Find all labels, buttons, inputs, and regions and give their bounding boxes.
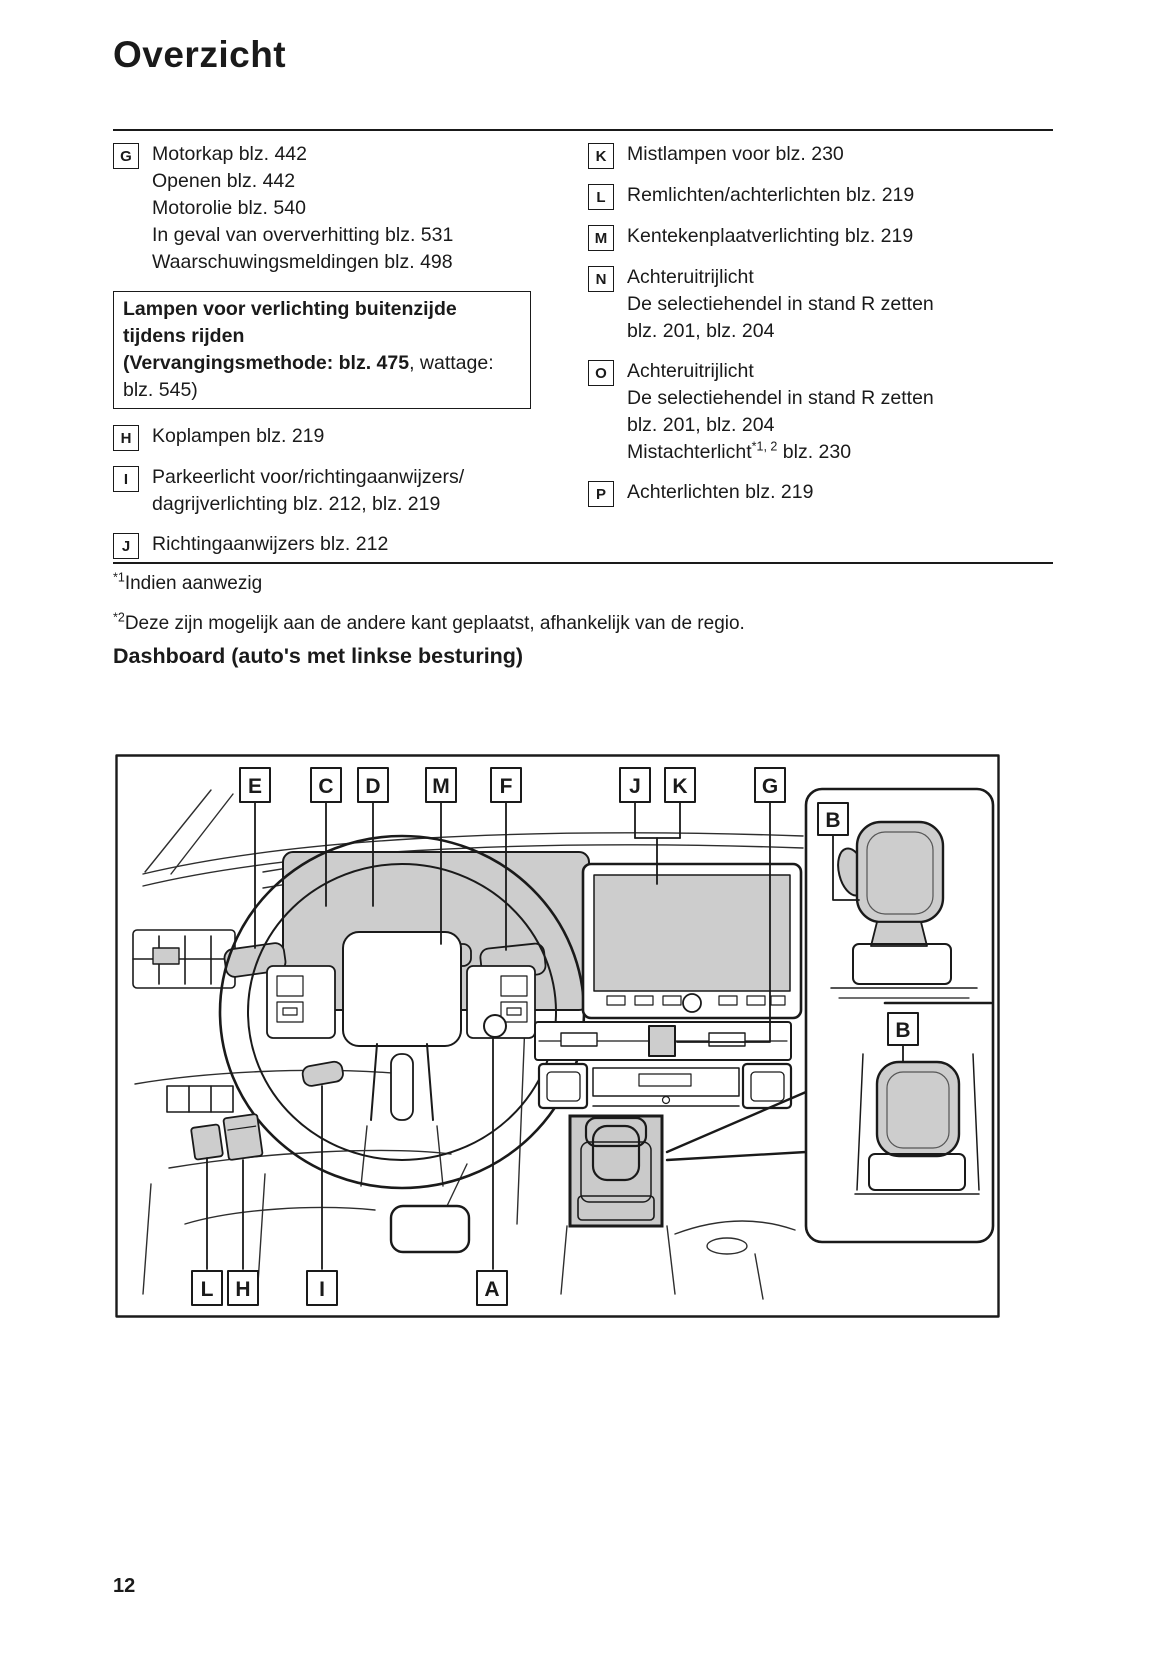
- divider-bottom: [113, 562, 1053, 564]
- diagram-label-C: C: [318, 775, 333, 798]
- hazard-button: [648, 1025, 676, 1057]
- diagram-label-H: H: [235, 1278, 250, 1301]
- key-badge-H: H: [113, 425, 139, 451]
- footnotes: *1Indien aanwezig *2Deze zijn mogelijk a…: [113, 571, 1053, 651]
- diagram-label-G: G: [762, 775, 778, 798]
- center-vent-strip: [534, 1021, 792, 1061]
- page-number: 12: [113, 1575, 136, 1597]
- shifter-closeup-top: [830, 820, 978, 999]
- key-badge-L: L: [588, 184, 614, 210]
- key-badge-K: K: [588, 143, 614, 169]
- diagram-label-J: J: [629, 775, 641, 798]
- legend-item-O: O Achteruitrijlicht De selectiehendel in…: [588, 358, 1058, 466]
- legend-left-column: G Motorkap blz. 442 Openen blz. 442 Moto…: [113, 141, 585, 572]
- legend-item-N: N Achteruitrijlicht De selectiehendel in…: [588, 264, 1058, 345]
- key-badge-M: M: [588, 225, 614, 251]
- diagram-label-F: F: [500, 775, 513, 798]
- diagram-label-M: M: [432, 775, 450, 798]
- diagram-label-K: K: [672, 775, 687, 798]
- screen-knob: [682, 993, 702, 1013]
- dashboard-diagram: E C D M F J K G B B L H I A: [115, 754, 1000, 1318]
- shifter-closeup-bottom: [854, 1053, 980, 1195]
- key-badge-G: G: [113, 143, 139, 169]
- diagram-label-B-top: B: [825, 809, 840, 832]
- key-badge-P: P: [588, 481, 614, 507]
- divider-top: [113, 129, 1053, 131]
- start-switch: [483, 1014, 507, 1038]
- lamp-note-box: Lampen voor verlichting buitenzijde tijd…: [113, 291, 531, 409]
- turn-signal-stalk: [301, 1060, 344, 1087]
- diagram-label-E: E: [248, 775, 262, 798]
- legend-item-J: J Richtingaanwijzers blz. 212: [113, 531, 585, 559]
- key-badge-I: I: [113, 466, 139, 492]
- page-title: Overzicht: [113, 34, 287, 75]
- key-badge-O: O: [588, 360, 614, 386]
- diagram-label-D: D: [365, 775, 380, 798]
- legend-item-K: K Mistlampen voor blz. 230: [588, 141, 1058, 169]
- diagram-labels: E C D M F J K G B B L H I A: [191, 767, 919, 1306]
- legend-item-P: P Achterlichten blz. 219: [588, 479, 1058, 507]
- lower-center-stack: [537, 1062, 793, 1110]
- lower-dash-buttons: [190, 1113, 264, 1161]
- console-gear-shifter: [568, 1114, 664, 1228]
- diagram-label-I: I: [319, 1278, 325, 1301]
- legend-item-M: M Kentekenplaatverlichting blz. 219: [588, 223, 1058, 251]
- brake-pedal: [389, 1204, 471, 1254]
- steering-wheel: [218, 834, 586, 1190]
- footnote-1: *1Indien aanwezig: [113, 570, 263, 594]
- left-air-vent: [132, 929, 236, 1113]
- key-badge-J: J: [113, 533, 139, 559]
- legend-item-H: H Koplampen blz. 219: [113, 423, 585, 451]
- key-badge-N: N: [588, 266, 614, 292]
- diagram-label-A: A: [484, 1278, 499, 1301]
- diagram-label-L: L: [201, 1278, 214, 1301]
- legend-right-column: K Mistlampen voor blz. 230 L Remlichten/…: [588, 141, 1058, 520]
- diagram-label-B-bottom: B: [895, 1019, 910, 1042]
- footnote-2: *2Deze zijn mogelijk aan de andere kant …: [113, 610, 745, 634]
- inset-pointer-wedge: [665, 1090, 808, 1162]
- legend-item-L: L Remlichten/achterlichten blz. 219: [588, 182, 1058, 210]
- section-heading: Dashboard (auto's met linkse besturing): [113, 644, 524, 668]
- legend-item-G-text: Motorkap blz. 442 Openen blz. 442 Motoro…: [152, 143, 454, 273]
- touchscreen-display: [581, 862, 803, 1020]
- leader-lines: [206, 801, 904, 1270]
- legend-item-I: I Parkeerlicht voor/richtingaanwijzers/ …: [113, 464, 585, 518]
- legend-item-G: G Motorkap blz. 442 Openen blz. 442 Moto…: [113, 141, 585, 276]
